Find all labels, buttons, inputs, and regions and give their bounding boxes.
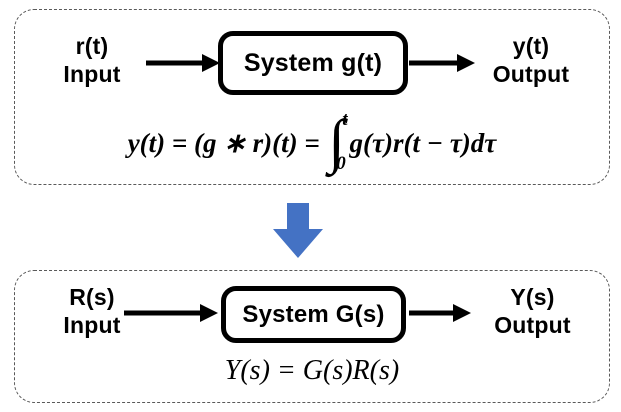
system-block-time: System g(t) — [218, 31, 408, 95]
output-signal-symbol: y(t) — [512, 33, 550, 59]
right-arrow-icon — [409, 304, 471, 322]
output-signal-caption: Output — [494, 312, 571, 339]
formula-lhs: y(t) = (g ∗ r)(t) = — [127, 127, 320, 158]
system-block-laplace-label: System G(s) — [242, 300, 385, 328]
integral-sign: ∫ — [327, 108, 345, 174]
integral-expression: ∫ t 0 — [327, 108, 348, 176]
right-arrow-icon — [124, 304, 218, 322]
right-arrow-icon — [146, 54, 220, 72]
down-arrow-icon — [273, 203, 323, 258]
input-signal-symbol: R(s) — [69, 284, 115, 310]
integral-limits: t 0 — [336, 109, 348, 175]
formula-equation: Y(s) = G(s)R(s) — [224, 355, 400, 386]
input-signal-caption: Input — [63, 312, 121, 339]
laplace-domain-panel: R(s) Input System G(s) Y(s) Output Y(s) … — [14, 270, 610, 403]
right-arrow-icon — [409, 54, 475, 72]
input-signal-caption: Input — [63, 61, 121, 88]
input-signal-label: R(s) Input — [33, 283, 151, 339]
output-signal-caption: Output — [492, 61, 570, 88]
formula-integrand: g(τ)r(t − τ)dτ — [349, 127, 497, 158]
input-signal-symbol: r(t) — [75, 33, 109, 59]
time-domain-panel: r(t) Input System g(t) y(t) Output y(t) … — [14, 9, 610, 185]
transfer-function-formula: Y(s) = G(s)R(s) — [15, 349, 609, 393]
output-signal-symbol: Y(s) — [510, 284, 555, 310]
output-signal-label: y(t) Output — [467, 32, 595, 88]
convolution-formula: y(t) = (g ∗ r)(t) = ∫ t 0 g(τ)r(t − τ)dτ — [15, 106, 609, 180]
system-block-time-label: System g(t) — [243, 48, 383, 77]
output-signal-label: Y(s) Output — [470, 283, 595, 339]
input-signal-label: r(t) Input — [33, 32, 151, 88]
system-block-laplace: System G(s) — [221, 286, 406, 343]
integral-upper-limit: t — [342, 109, 348, 130]
integral-lower-limit: 0 — [336, 153, 346, 174]
